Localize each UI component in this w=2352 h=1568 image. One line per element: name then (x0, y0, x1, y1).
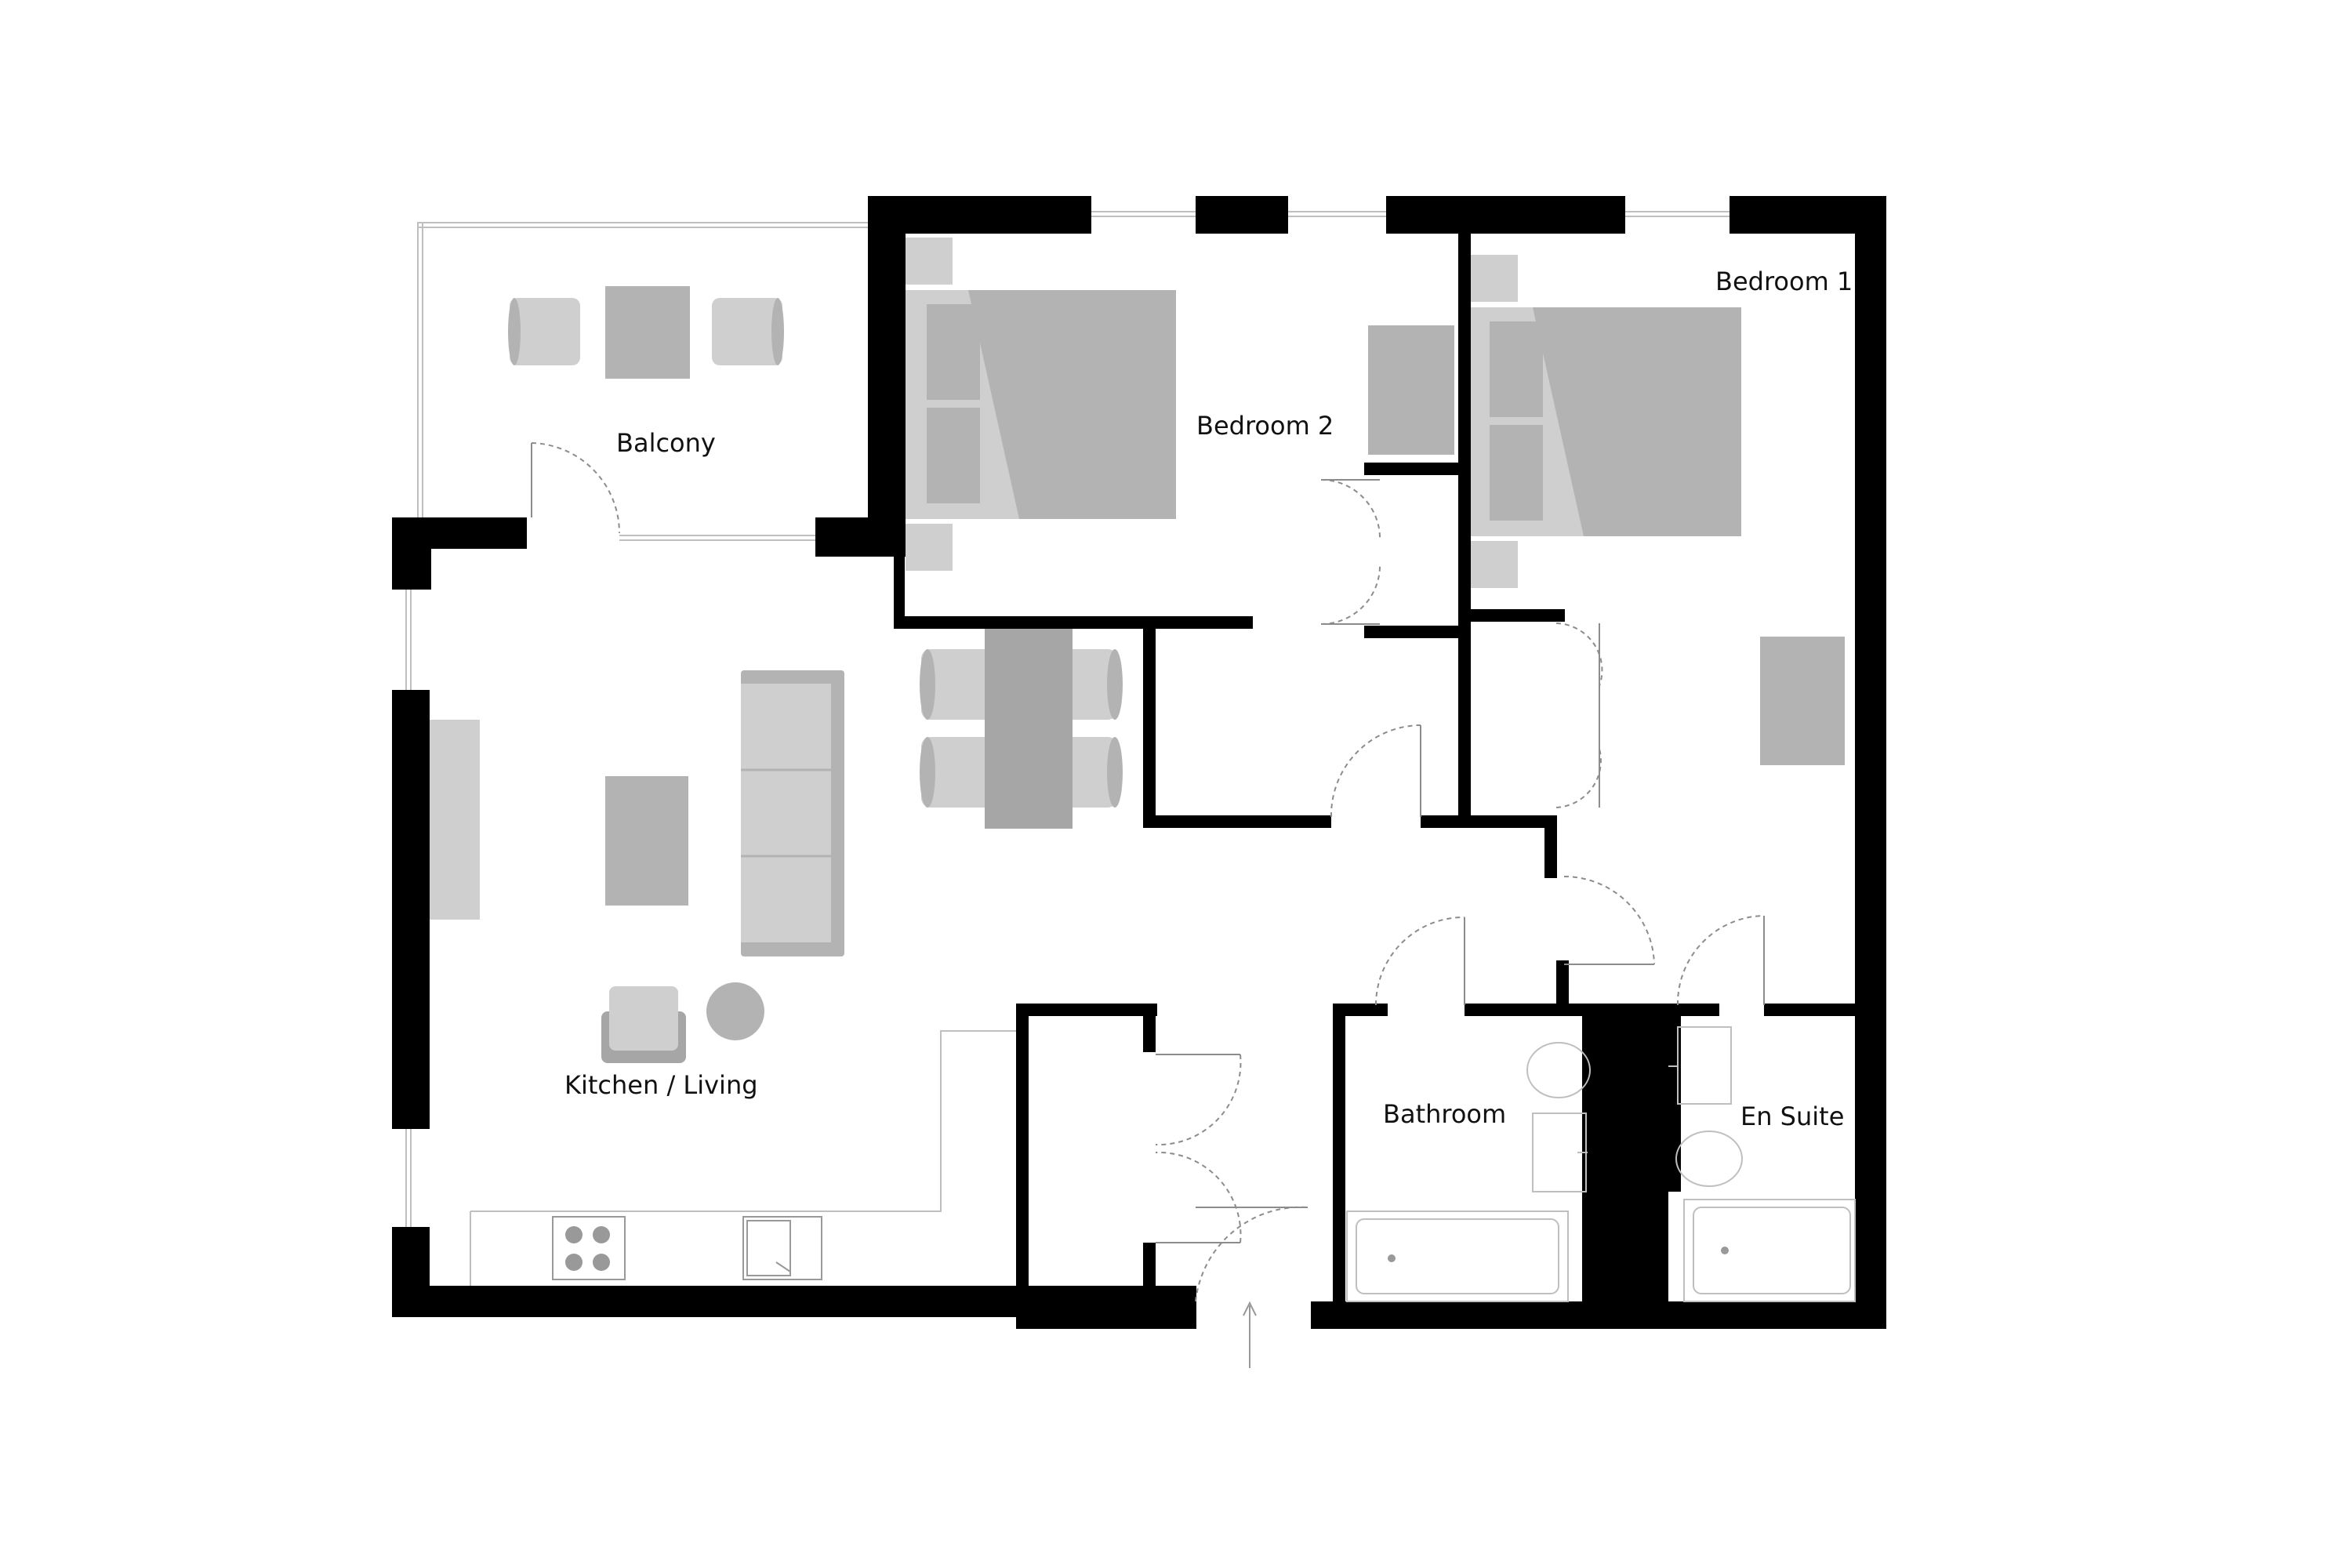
bedside-table (906, 524, 953, 571)
pillow (927, 408, 980, 503)
pillow (927, 304, 980, 400)
bathtub (1683, 1199, 1856, 1302)
dresser (1760, 637, 1845, 765)
bathtub (1346, 1210, 1569, 1302)
kitchen-fixtures (470, 1030, 1016, 1286)
balcony-table (605, 286, 690, 379)
room-label-bedroom-2: Bedroom 2 (1196, 411, 1334, 441)
walls (392, 196, 1886, 1329)
dining-table (985, 629, 1073, 829)
glazing (405, 211, 1733, 1227)
coffee-table (605, 776, 688, 906)
kitchen-sink (742, 1216, 822, 1280)
bedside-table (906, 238, 953, 285)
tv-unit (430, 720, 480, 920)
room-label-bedroom-1: Bedroom 1 (1715, 267, 1853, 296)
side-table (706, 982, 764, 1040)
room-label-balcony: Balcony (616, 428, 716, 458)
hob (552, 1216, 626, 1280)
bedside-table (1471, 255, 1518, 302)
balcony-chair-left (510, 298, 580, 365)
toilet (1675, 1131, 1743, 1187)
furniture (430, 238, 1845, 1063)
basin (1677, 1026, 1732, 1105)
room-label-en-suite: En Suite (1740, 1102, 1845, 1131)
balcony-chair-right (712, 298, 782, 365)
room-label-bathroom: Bathroom (1383, 1099, 1507, 1129)
toilet (1526, 1042, 1591, 1098)
doors (531, 442, 1765, 1368)
pillow (1490, 321, 1543, 417)
wardrobe (1368, 325, 1454, 455)
bathroom-fixtures (1346, 1026, 1856, 1302)
pillow (1490, 425, 1543, 521)
room-label-kitchen-living: Kitchen / Living (564, 1070, 758, 1100)
bedside-table (1471, 541, 1518, 588)
